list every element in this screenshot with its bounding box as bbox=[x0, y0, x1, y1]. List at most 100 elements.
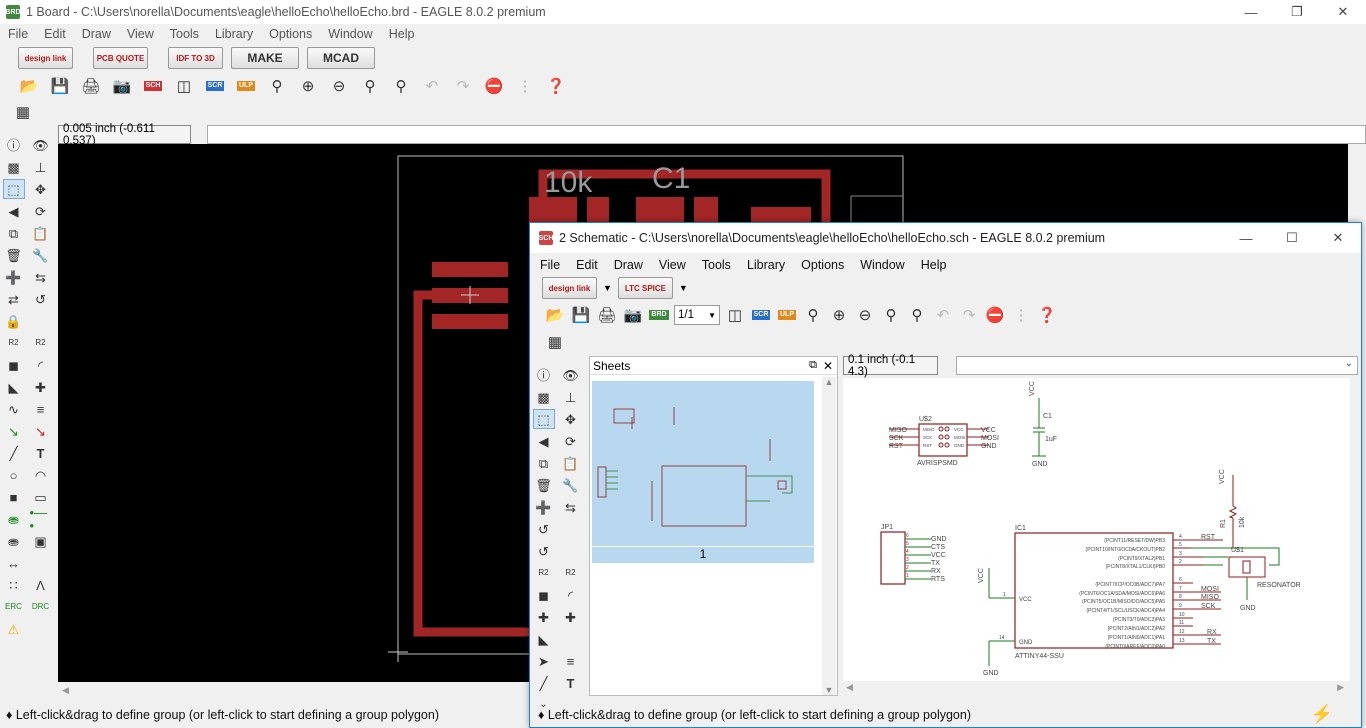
sch-mirror-icon[interactable]: ◀ bbox=[538, 433, 549, 449]
sch-display-layers-icon[interactable]: ▩ bbox=[537, 389, 550, 405]
paste-icon[interactable]: 📋 bbox=[32, 225, 49, 241]
miter-icon[interactable]: ◜ bbox=[37, 357, 44, 373]
sch-zoom-out-icon[interactable]: ⊖ bbox=[858, 307, 872, 324]
sch-redo-icon[interactable]: ↷ bbox=[962, 307, 976, 324]
sch-undo-icon[interactable]: ↶ bbox=[936, 307, 950, 324]
menu-window[interactable]: Window bbox=[328, 27, 373, 41]
display-layers-icon[interactable]: ▩ bbox=[7, 159, 20, 175]
sch-close-icon[interactable]: ✕ bbox=[1332, 230, 1344, 245]
menu-tools[interactable]: Tools bbox=[169, 27, 199, 41]
warning-icon[interactable]: ⚠ bbox=[7, 621, 20, 637]
sch-more-tools-icon[interactable]: ⌄ bbox=[539, 699, 548, 710]
sch-move-icon[interactable]: ✥ bbox=[565, 411, 576, 427]
sch-pinswap-icon[interactable]: ✚ bbox=[538, 609, 549, 625]
rect-icon[interactable]: ■ bbox=[9, 489, 18, 505]
sch-designlink-dropdown-icon[interactable]: ▼ bbox=[603, 283, 612, 293]
sch-delete-icon[interactable]: 🗑 bbox=[535, 477, 552, 493]
sch-cam-icon[interactable]: 📷 bbox=[623, 307, 643, 324]
stop-icon[interactable]: ⛔ bbox=[484, 78, 504, 95]
ulp-icon[interactable]: ULP bbox=[237, 81, 255, 91]
cam-icon[interactable]: 📷 bbox=[112, 78, 132, 95]
info-icon[interactable]: ⓘ bbox=[6, 137, 20, 153]
sch-designlink-button[interactable]: design link bbox=[542, 277, 597, 299]
sch-junction-icon[interactable]: ✚ bbox=[565, 609, 576, 625]
rotate-icon[interactable]: ⟳ bbox=[35, 203, 46, 219]
menu-options[interactable]: Options bbox=[269, 27, 313, 41]
schematic-canvas[interactable]: U$2 AVRISPSMD MISO SCK RST VCC MOSI GND … bbox=[843, 378, 1350, 681]
mirror-icon[interactable]: ◀ bbox=[8, 203, 19, 219]
sch-optimize-icon[interactable]: ◣ bbox=[538, 631, 549, 647]
sch-text-icon[interactable]: T bbox=[566, 675, 575, 691]
dimension-icon[interactable]: ↔ bbox=[7, 555, 20, 571]
zoom-redraw-icon[interactable]: ⚲ bbox=[364, 78, 376, 95]
sch-bus-icon[interactable]: ≡ bbox=[566, 653, 575, 669]
sch-brd-switch-icon[interactable]: SCH bbox=[143, 81, 163, 91]
sch-brd-switch-icon[interactable]: BRD bbox=[649, 310, 669, 320]
ratsnest-icon[interactable]: ∷ bbox=[9, 577, 18, 593]
lock-icon[interactable]: 🔒 bbox=[5, 313, 22, 329]
open-icon[interactable]: 📂 bbox=[19, 78, 39, 95]
grid-icon[interactable]: ▦ bbox=[15, 104, 31, 121]
sch-add-icon[interactable]: ➕ bbox=[535, 499, 552, 515]
undo-icon[interactable]: ↶ bbox=[425, 78, 439, 95]
menu-view[interactable]: View bbox=[126, 27, 154, 41]
sheets-close-icon[interactable]: ✕ bbox=[822, 358, 833, 373]
sch-menu-view[interactable]: View bbox=[658, 258, 686, 272]
route-wire-icon[interactable]: ↘ bbox=[8, 423, 19, 439]
menu-file[interactable]: File bbox=[8, 27, 29, 41]
menu-library[interactable]: Library bbox=[214, 27, 254, 41]
board-hscrollbar[interactable]: ◀ bbox=[58, 682, 530, 700]
zoom-in-icon[interactable]: ⊕ bbox=[301, 78, 315, 95]
sch-command-history-icon[interactable]: ⌄ bbox=[1344, 358, 1353, 369]
menu-help[interactable]: Help bbox=[388, 27, 415, 41]
sch-vscrollbar[interactable] bbox=[1350, 378, 1361, 681]
menu-draw[interactable]: Draw bbox=[81, 27, 111, 41]
make-button[interactable]: MAKE bbox=[231, 47, 299, 69]
sch-miter-icon[interactable]: ◜ bbox=[567, 587, 574, 603]
print-icon[interactable]: 🖨 bbox=[81, 78, 101, 95]
sch-invoke-icon[interactable]: ↺ bbox=[538, 521, 549, 537]
meander-icon[interactable]: ✚ bbox=[35, 379, 46, 395]
minimize-icon[interactable]: — bbox=[1244, 4, 1258, 20]
sch-zoom-select-icon[interactable]: ⚲ bbox=[911, 307, 923, 324]
add-icon[interactable]: ➕ bbox=[5, 269, 22, 285]
help-icon[interactable]: ❓ bbox=[546, 78, 566, 95]
go-icon[interactable]: ⋮ bbox=[517, 78, 533, 95]
delete-icon[interactable]: 🗑 bbox=[5, 247, 22, 263]
sheets-scrollbar[interactable]: ▲▼ bbox=[822, 377, 836, 695]
value-icon[interactable]: R2 bbox=[35, 338, 46, 347]
mark-icon[interactable]: ⊥ bbox=[34, 159, 47, 175]
sch-change-icon[interactable]: 🔧 bbox=[562, 477, 579, 493]
route-icon[interactable]: ∿ bbox=[8, 401, 19, 417]
sch-hscrollbar[interactable]: ◀▶ bbox=[843, 682, 1350, 696]
sch-zoom-in-icon[interactable]: ⊕ bbox=[832, 307, 846, 324]
zoom-fit-icon[interactable]: ⚲ bbox=[271, 78, 283, 95]
designlink-button[interactable]: design link bbox=[18, 47, 73, 69]
sch-line-icon[interactable]: ╱ bbox=[539, 675, 548, 691]
sch-menu-file[interactable]: File bbox=[540, 258, 561, 272]
sch-menu-help[interactable]: Help bbox=[920, 258, 947, 272]
smash-icon[interactable]: ↺ bbox=[35, 291, 46, 307]
sch-menu-window[interactable]: Window bbox=[860, 258, 905, 272]
sch-rotate-icon[interactable]: ⟳ bbox=[565, 433, 576, 449]
sch-paste-icon[interactable]: 📋 bbox=[562, 455, 579, 471]
ltspice-dropdown-icon[interactable]: ▼ bbox=[678, 283, 688, 293]
sch-menu-tools[interactable]: Tools bbox=[701, 258, 731, 272]
via-icon[interactable]: ⛂ bbox=[8, 511, 19, 527]
layer-settings-icon[interactable]: ◫ bbox=[176, 78, 192, 95]
ltspice-button[interactable]: LTC SPICE bbox=[617, 277, 673, 299]
sch-copy-icon[interactable]: ⧉ bbox=[538, 455, 549, 471]
sch-minimize-icon[interactable]: — bbox=[1239, 230, 1253, 246]
sch-value-icon[interactable]: R2 bbox=[565, 568, 576, 577]
sch-print-icon[interactable]: 🖨 bbox=[597, 307, 617, 324]
show-icon[interactable]: 👁 bbox=[32, 137, 49, 153]
save-icon[interactable]: 💾 bbox=[50, 78, 70, 95]
sch-net-icon[interactable]: ➤ bbox=[538, 653, 549, 669]
text-icon[interactable]: T bbox=[36, 445, 45, 461]
sch-replace-icon[interactable]: ⇆ bbox=[565, 499, 576, 515]
ripup-icon[interactable]: ↘ bbox=[35, 423, 46, 439]
sch-grid-icon[interactable]: ▦ bbox=[547, 334, 563, 351]
name-icon[interactable]: R2 bbox=[8, 338, 19, 347]
signal-icon[interactable]: •—• bbox=[29, 505, 48, 533]
optimize-icon[interactable]: ◣ bbox=[8, 379, 19, 395]
